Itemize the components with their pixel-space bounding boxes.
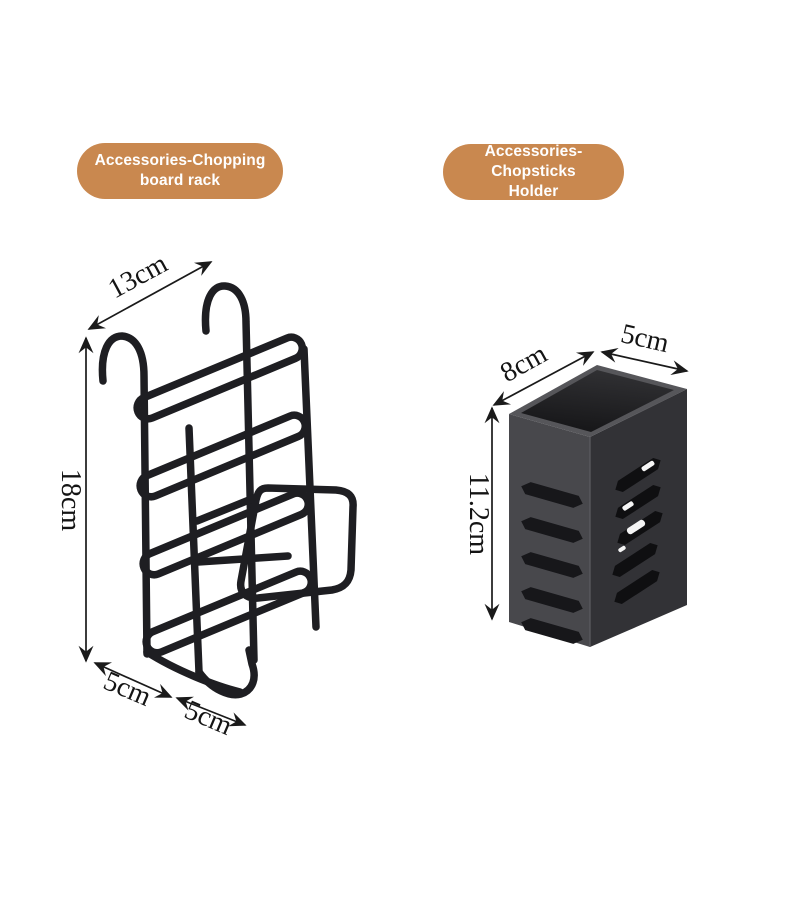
arrow-rack-width-13cm <box>87 261 213 330</box>
rack-connector-upper <box>193 494 258 525</box>
dim-label-rack-height: 18cm <box>55 469 86 531</box>
rack-shelf-4 <box>142 567 316 657</box>
rack-shelf-1 <box>133 333 307 423</box>
badge-chopsticks-holder: Accessories-Chopsticks Holder <box>443 142 624 201</box>
rack-hook-and-back-left-post <box>98 332 151 658</box>
holder-slot-glints <box>618 460 655 553</box>
chopsticks-holder-illustration <box>509 365 687 647</box>
badge-chopping-line1: Accessories-Chopping <box>94 151 266 169</box>
badge-chopping-line2: board rack <box>139 172 221 189</box>
rack-front-left-post <box>185 424 203 676</box>
badge-chopsticks-line2: Holder <box>508 183 559 201</box>
badge-chopsticks-line1: Accessories-Chopsticks <box>484 142 583 180</box>
badge-chopping-board-rack: Accessories-Chopping board rack <box>77 143 283 199</box>
arrow-rack-depth-right-5cm <box>175 696 247 727</box>
holder-right-face <box>590 389 687 647</box>
rack-front-foot <box>195 646 258 699</box>
dim-label-rack-width: 13cm <box>103 248 173 305</box>
arrow-holder-width-5cm <box>600 348 689 375</box>
dimension-arrows <box>78 261 689 727</box>
dim-label-holder-width: 5cm <box>618 318 672 359</box>
dim-label-holder-height: 11.2cm <box>463 473 494 555</box>
holder-opening-interior <box>521 370 674 432</box>
dim-label-rack-depth-right: 5cm <box>180 694 237 741</box>
dim-label-holder-depth: 8cm <box>495 338 552 389</box>
rack-board-support-loop <box>236 484 357 602</box>
arrow-rack-depth-left-5cm <box>93 662 173 698</box>
chopping-board-rack-illustration <box>98 282 357 699</box>
rack-shelf-3 <box>139 489 313 579</box>
dim-label-rack-depth-left: 5cm <box>99 665 156 712</box>
arrow-holder-depth-8cm <box>492 351 595 406</box>
rack-base-rail <box>143 648 244 696</box>
